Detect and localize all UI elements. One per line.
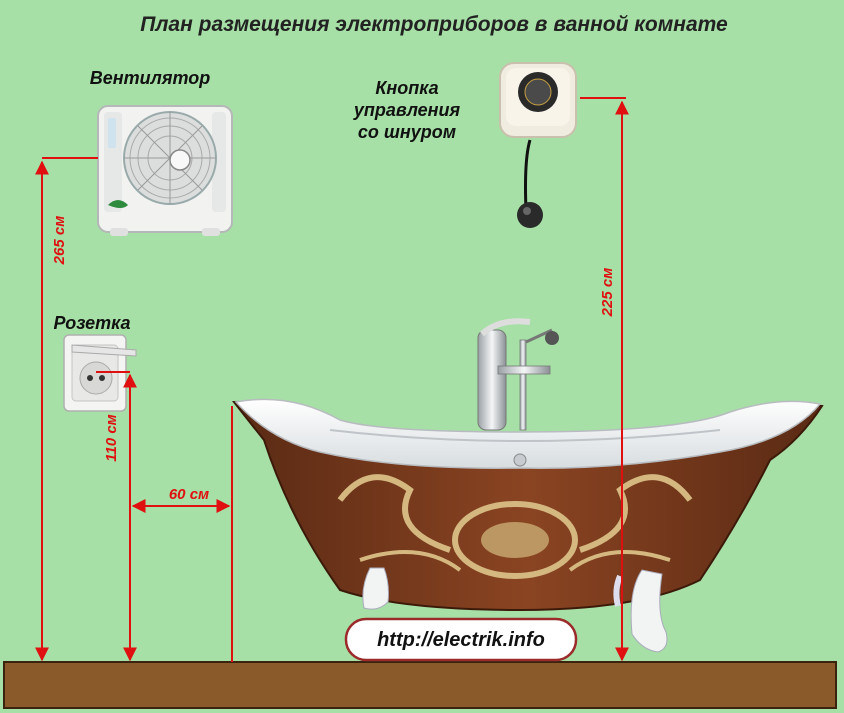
- plan-title: План размещения электроприборов в ванной…: [140, 13, 728, 36]
- socket-height-label: 110 см: [103, 414, 120, 462]
- call-button-label-line3: со шнуром: [358, 122, 456, 142]
- floor: [3, 661, 837, 709]
- socket-to-bath-label: 60 см: [169, 486, 209, 503]
- fan-height-label: 265 см: [51, 216, 68, 266]
- url-text[interactable]: http://electrik.info: [377, 629, 545, 651]
- button-height-label: 225 см: [599, 268, 616, 318]
- bathtub-icon: [232, 318, 824, 653]
- dimension-lines: [35, 97, 629, 662]
- socket-label: Розетка: [53, 313, 130, 333]
- call-button-icon: [499, 62, 577, 228]
- url-badge: [344, 617, 578, 662]
- fan-icon: [97, 105, 233, 236]
- call-button-label-line2: управления: [353, 100, 461, 120]
- socket-icon: [63, 334, 137, 412]
- call-button-label-line1: Кнопка: [375, 78, 438, 98]
- fan-label: Вентилятор: [90, 68, 210, 88]
